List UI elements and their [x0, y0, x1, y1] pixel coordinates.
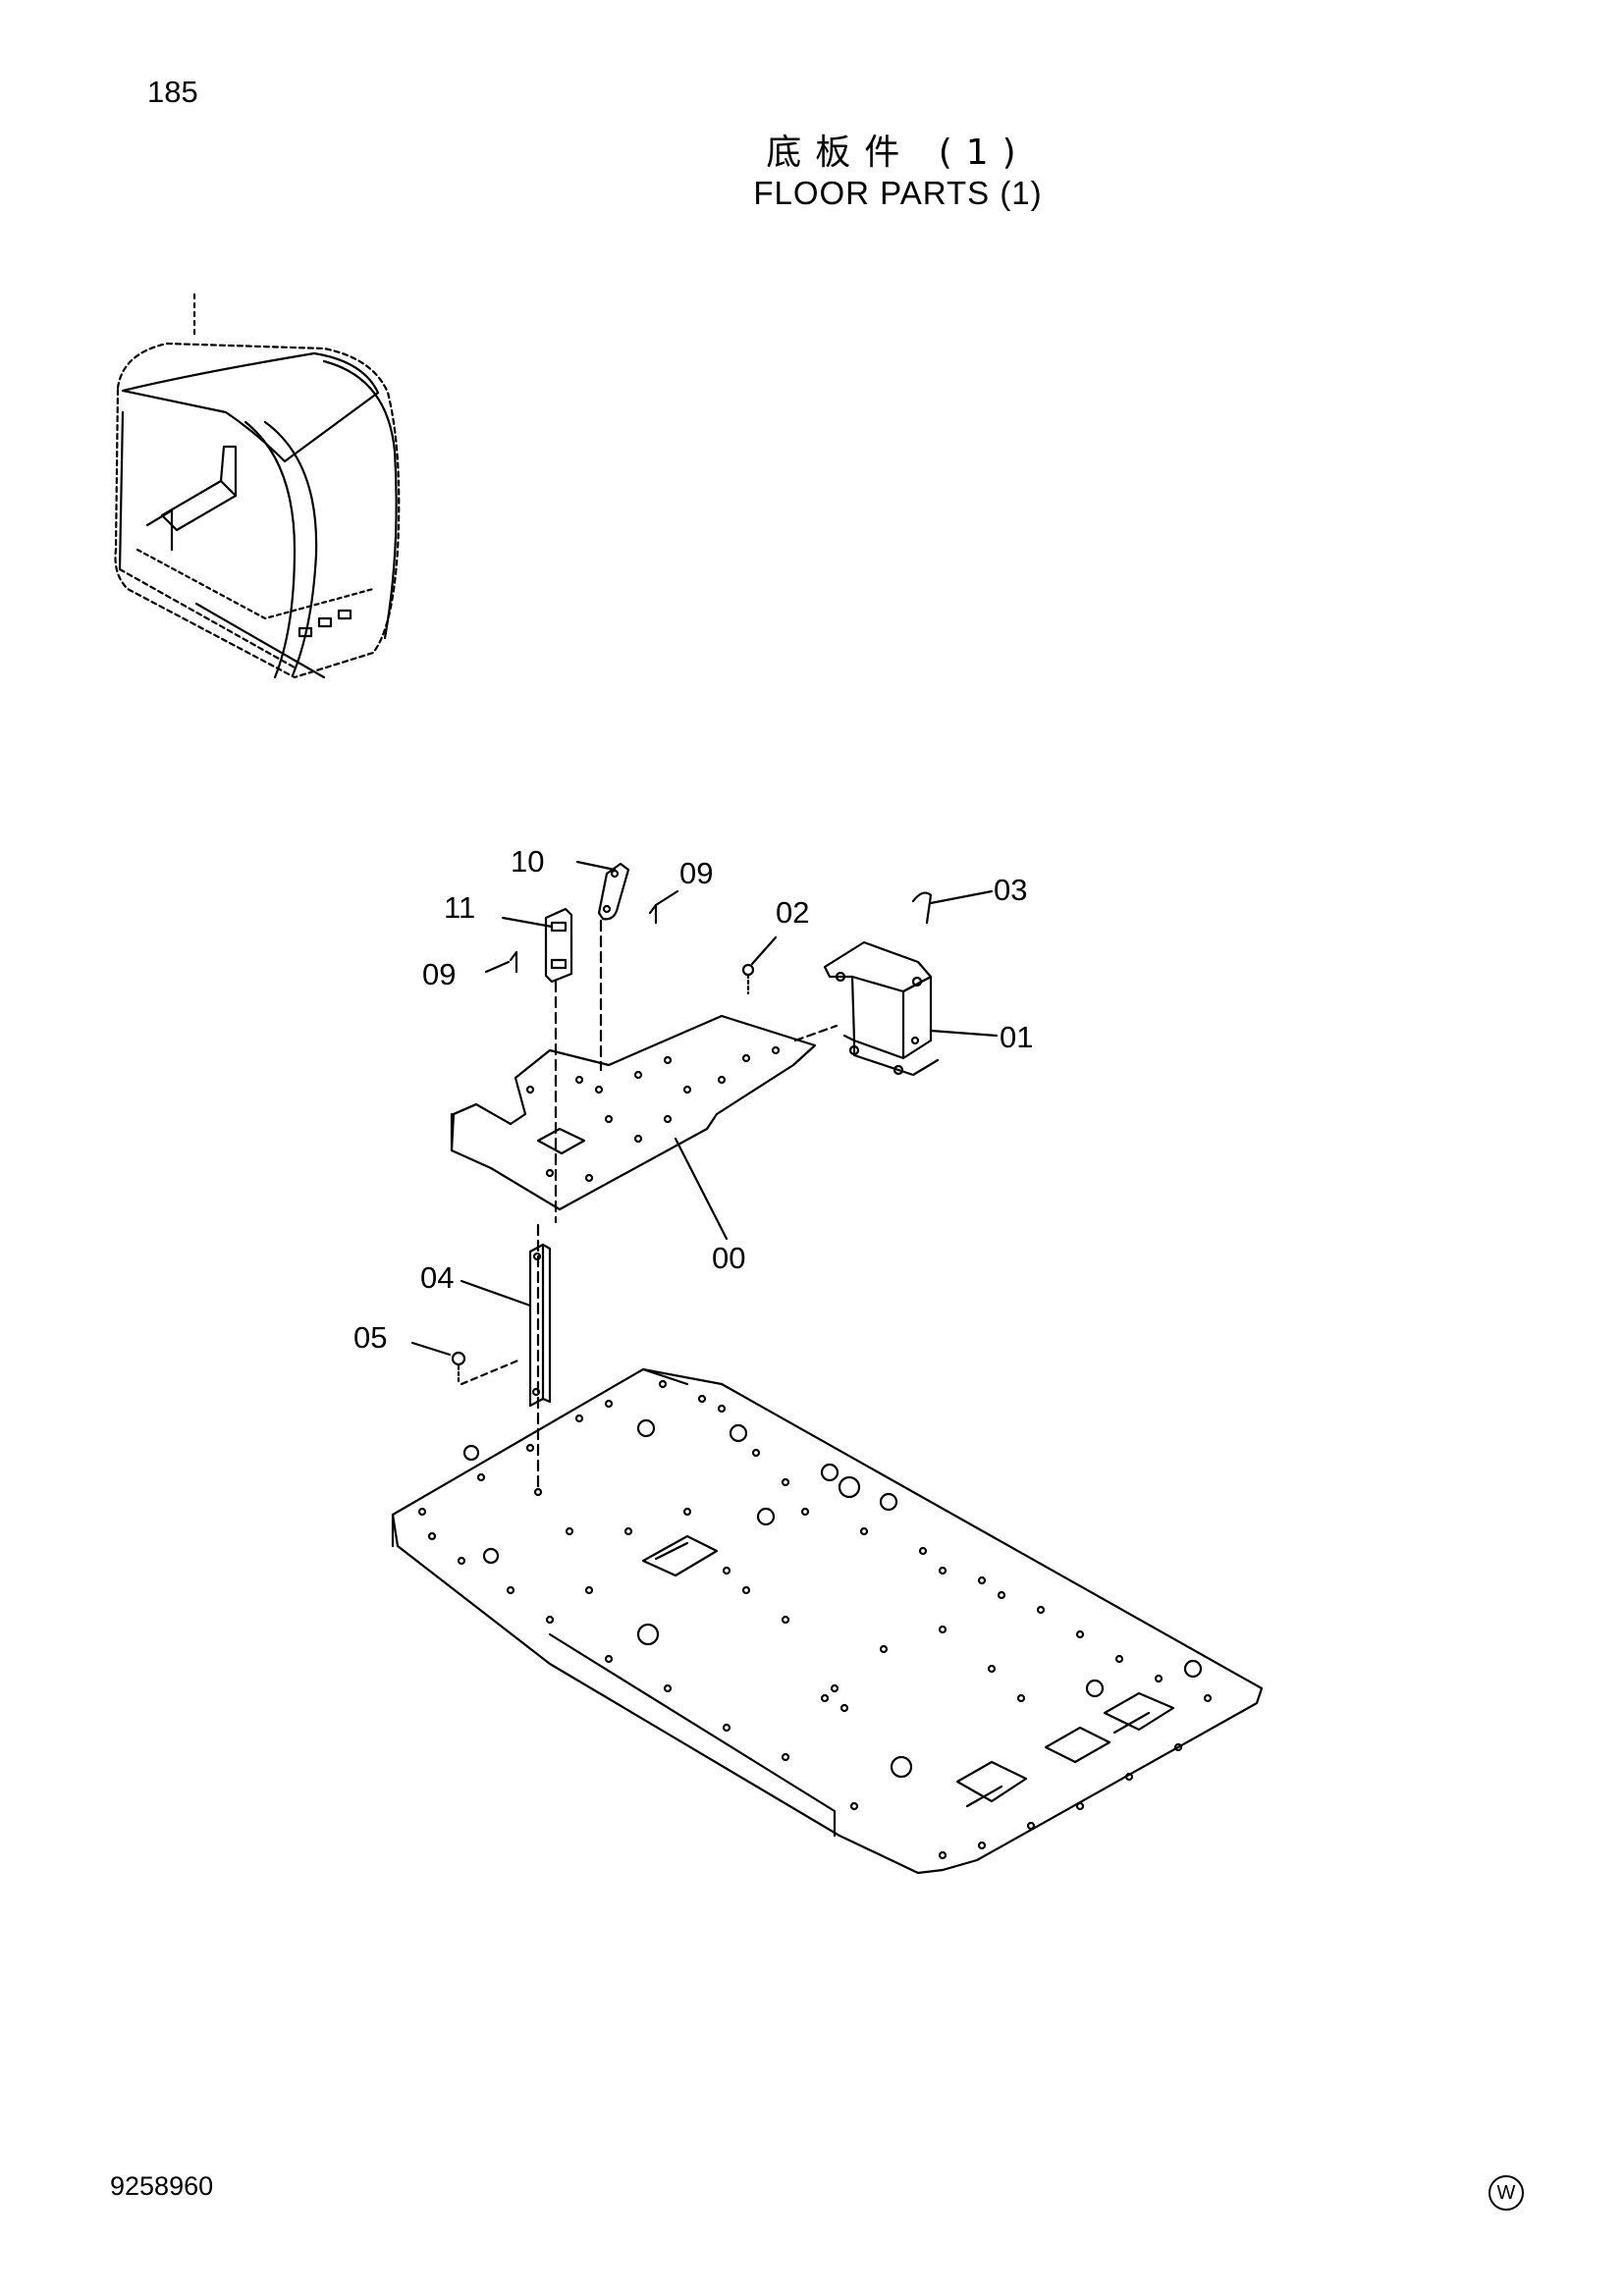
part-10-bracket — [575, 860, 630, 921]
part-04-strip — [460, 1243, 552, 1408]
part-00-floor-panel — [450, 1014, 817, 1241]
w-mark: W — [1489, 2175, 1524, 2211]
callout-02: 02 — [776, 895, 809, 930]
part-01-box-bracket — [793, 940, 999, 1077]
title-english: FLOOR PARTS (1) — [753, 175, 1043, 211]
callout-09-lower: 09 — [422, 957, 456, 991]
callout-01: 01 — [1000, 1020, 1033, 1054]
part-05-screw — [410, 1341, 522, 1386]
part-02-screw — [741, 935, 778, 995]
callout-10: 10 — [511, 844, 544, 879]
callout-09-upper: 09 — [679, 856, 713, 890]
title-chinese: 底板件 (1) — [766, 133, 1030, 173]
part-11-bracket — [501, 907, 573, 984]
callout-11: 11 — [444, 890, 475, 925]
base-floor-plate — [391, 1367, 1264, 1875]
part-03-pin — [911, 889, 994, 925]
callout-04: 04 — [420, 1260, 454, 1295]
page-number: 185 — [147, 75, 198, 109]
bolt-09-lower — [509, 950, 518, 974]
bolt-09-upper — [648, 903, 658, 925]
cab-overview-illustration — [114, 293, 401, 679]
document-code: 9258960 — [110, 2171, 214, 2201]
callout-03: 03 — [994, 873, 1027, 907]
callout-00: 00 — [712, 1241, 745, 1275]
callout-05: 05 — [353, 1320, 387, 1355]
